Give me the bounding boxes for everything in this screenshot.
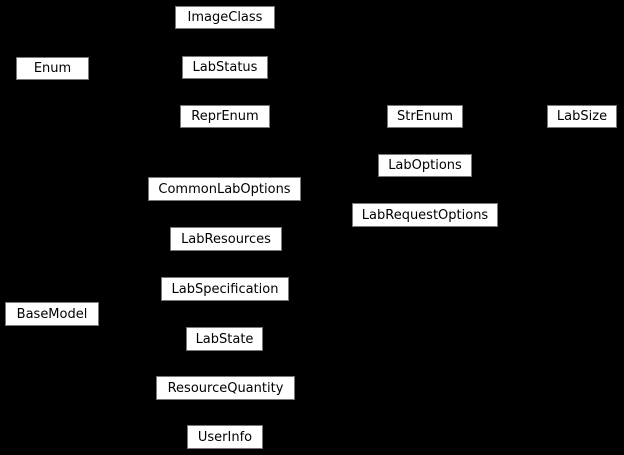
class-node-userinfo[interactable]: UserInfo	[187, 425, 263, 449]
class-node-enum[interactable]: Enum	[16, 57, 89, 80]
class-node-basemodel[interactable]: BaseModel	[5, 302, 99, 326]
class-node-labsize[interactable]: LabSize	[547, 105, 617, 128]
class-node-labresources[interactable]: LabResources	[170, 227, 282, 251]
class-node-imageclass[interactable]: ImageClass	[175, 6, 275, 29]
class-node-laboptions[interactable]: LabOptions	[378, 154, 472, 177]
class-node-labstatus[interactable]: LabStatus	[182, 56, 268, 79]
class-node-reprenum[interactable]: ReprEnum	[180, 105, 270, 128]
class-node-labspecification[interactable]: LabSpecification	[161, 277, 289, 301]
class-node-labstate[interactable]: LabState	[186, 327, 263, 351]
class-node-labrequestoptions[interactable]: LabRequestOptions	[352, 203, 498, 227]
class-node-commonlaboptions[interactable]: CommonLabOptions	[148, 177, 301, 201]
class-node-strenum[interactable]: StrEnum	[387, 105, 463, 128]
class-node-resourcequantity[interactable]: ResourceQuantity	[156, 376, 295, 400]
